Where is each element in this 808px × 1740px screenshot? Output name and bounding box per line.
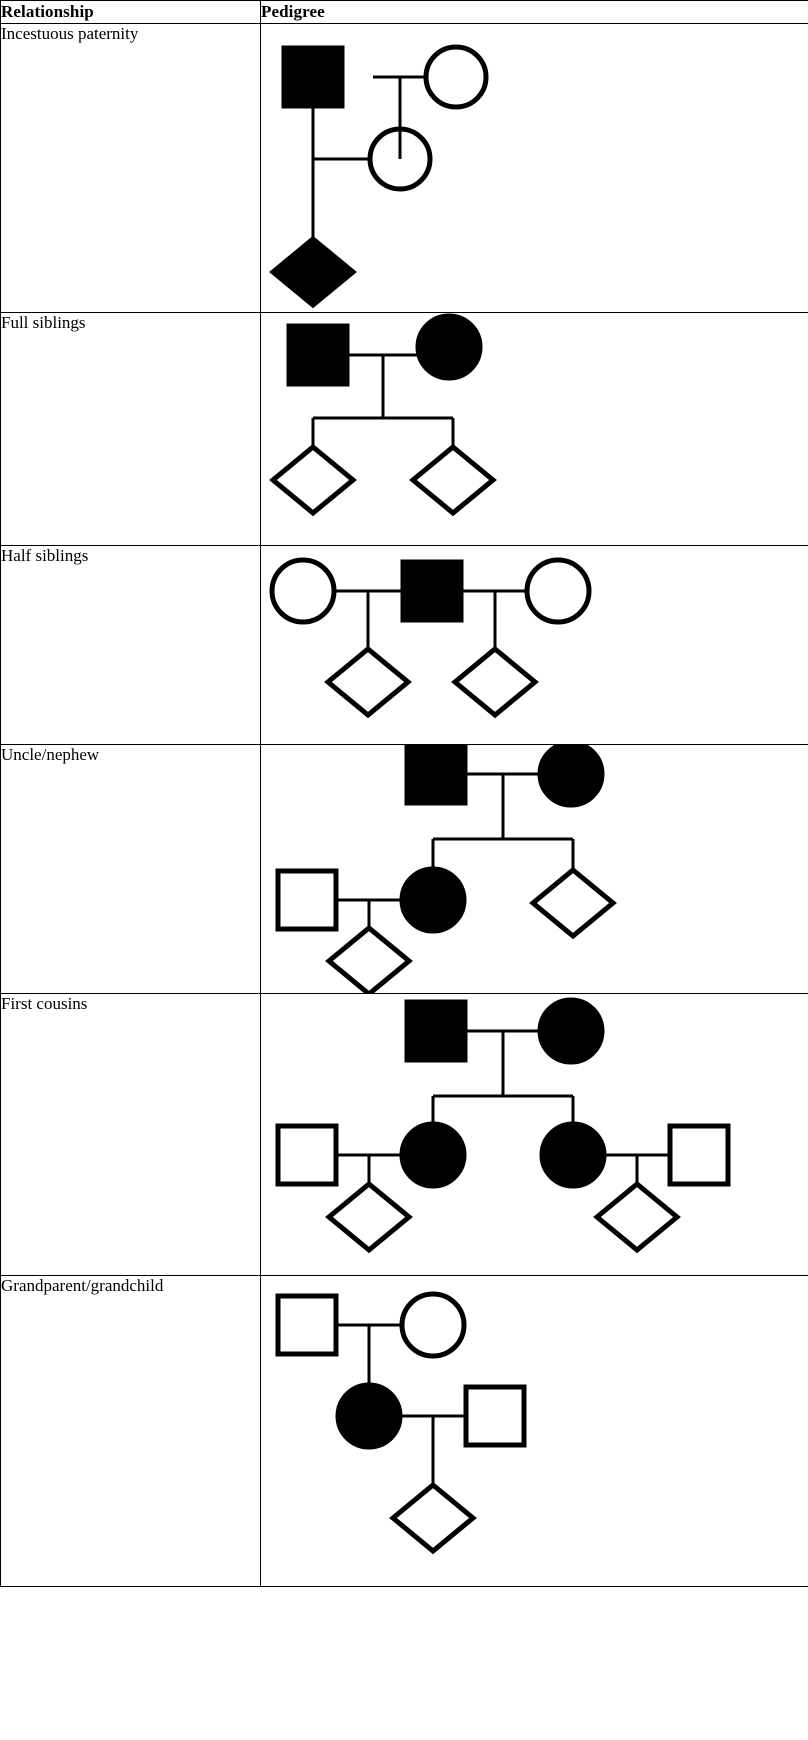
symbol-square-filled-grandfather [404, 745, 468, 806]
pedigree-diagram-half-siblings [260, 545, 808, 745]
symbol-diamond-open-child1 [269, 443, 357, 517]
pedigree-svg-uncle-nephew [275, 745, 617, 993]
pedigree-svg-incestuous-paternity [269, 44, 489, 309]
symbol-circle-open-mother2 [524, 557, 592, 625]
pedigree-diagram-incestuous-paternity [260, 23, 808, 313]
table-header: Relationship Pedigree [0, 0, 808, 24]
symbol-circle-filled-daughter [335, 1382, 403, 1450]
symbol-square-open-husband [275, 868, 339, 932]
symbol-square-open-grandfather [275, 1293, 339, 1357]
symbol-diamond-open-child1 [324, 645, 412, 719]
symbol-circle-filled-daughter2 [539, 1121, 607, 1189]
relationship-label-grandparent-grandchild: Grandparent/grandchild [0, 1275, 261, 1587]
symbol-circle-filled-grandmother [537, 745, 605, 808]
table-row: First cousins [0, 993, 808, 1276]
table-body: Incestuous paternity [0, 23, 808, 1587]
pedigree-diagram-grandparent-grandchild [260, 1275, 808, 1587]
symbol-square-open-husband2 [667, 1123, 731, 1187]
pedigree-diagram-first-cousins [260, 993, 808, 1276]
table-row: Grandparent/grandchild [0, 1275, 808, 1587]
table-row: Half siblings [0, 545, 808, 745]
pedigree-svg-first-cousins [275, 997, 731, 1254]
symbol-circle-open-daughter [367, 126, 433, 192]
symbol-diamond-filled-child [269, 235, 357, 309]
pedigree-diagram-full-siblings [260, 312, 808, 546]
relationship-label-full-siblings: Full siblings [0, 312, 261, 546]
header-row: Relationship Pedigree [0, 0, 808, 24]
symbol-diamond-open-grandchild [325, 924, 413, 993]
header-relationship: Relationship [0, 0, 261, 24]
symbol-square-filled-father [400, 559, 464, 623]
symbol-square-filled-grandfather [404, 999, 468, 1063]
table-row: Uncle/nephew [0, 744, 808, 994]
symbol-square-open-husband1 [275, 1123, 339, 1187]
table-row: Full siblings [0, 312, 808, 546]
symbol-diamond-open-sibling [529, 866, 617, 940]
symbol-circle-filled-daughter [399, 866, 467, 934]
symbol-square-open-husband [463, 1384, 527, 1448]
symbol-diamond-open-child2 [451, 645, 539, 719]
pedigree-diagram-uncle-nephew [260, 744, 808, 994]
symbol-diamond-open-cousin1 [325, 1180, 413, 1254]
symbol-circle-open-grandmother [399, 1291, 467, 1359]
header-pedigree: Pedigree [260, 0, 808, 24]
relationship-label-incestuous-paternity: Incestuous paternity [0, 23, 261, 313]
symbol-circle-open-mother1 [269, 557, 337, 625]
symbol-diamond-open-cousin2 [593, 1180, 681, 1254]
symbol-square-filled-father [286, 323, 350, 387]
relationship-label-first-cousins: First cousins [0, 993, 261, 1276]
relationship-label-uncle-nephew: Uncle/nephew [0, 744, 261, 994]
symbol-circle-filled-daughter1 [399, 1121, 467, 1189]
symbol-circle-open-mother [423, 44, 489, 110]
symbol-diamond-open-grandchild [389, 1481, 477, 1555]
pedigree-svg-full-siblings [269, 313, 497, 517]
symbol-circle-filled-mother [415, 313, 483, 381]
pedigree-svg-half-siblings [269, 557, 592, 719]
symbol-circle-filled-grandmother [537, 997, 605, 1065]
symbol-diamond-open-child2 [409, 443, 497, 517]
relationship-pedigree-table: Relationship Pedigree Incestuous paterni… [0, 0, 808, 1587]
table-row: Incestuous paternity [0, 23, 808, 313]
pedigree-svg-grandparent-grandchild [275, 1291, 527, 1555]
relationship-label-half-siblings: Half siblings [0, 545, 261, 745]
symbol-square-filled-father [281, 45, 345, 109]
